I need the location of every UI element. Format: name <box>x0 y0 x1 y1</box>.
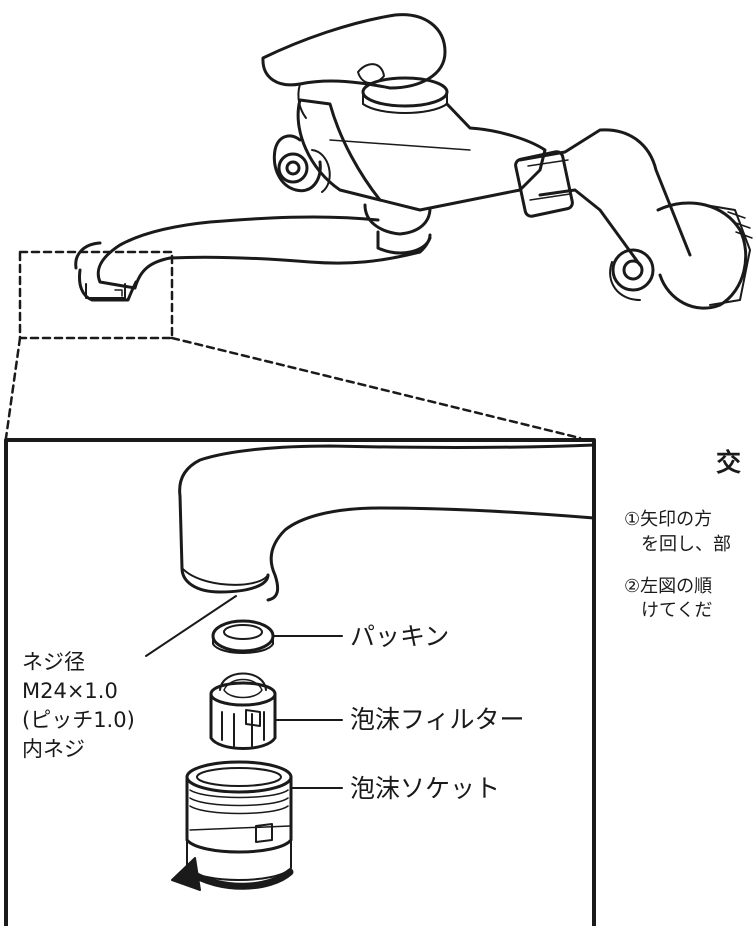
label-aerator-socket: 泡沫ソケット <box>350 774 501 803</box>
step2-line1: ②左図の順 <box>624 576 713 597</box>
left-inlet <box>272 134 331 193</box>
detail-highlight-box <box>18 250 174 340</box>
spec-thread-size: M24×1.0 <box>22 679 118 703</box>
label-packing: パッキン <box>350 622 450 651</box>
rotation-arrow <box>171 857 294 891</box>
step1-line2: を回し、部 <box>641 534 731 555</box>
faucet-illustration <box>74 13 753 310</box>
label-aerator-filter: 泡沫フィルター <box>350 705 525 734</box>
right-elbow <box>609 201 753 310</box>
packing-washer <box>211 619 275 654</box>
right-arm <box>514 128 692 267</box>
spec-thread-pitch: (ピッチ1.0) <box>22 708 135 732</box>
zoom-line-right <box>170 336 582 440</box>
spec-thread-diameter: ネジ径 <box>22 650 85 674</box>
zoom-line-left <box>4 336 22 440</box>
valve-body <box>298 98 547 212</box>
detail-panel-frame <box>4 438 596 926</box>
lever-handle <box>261 13 447 90</box>
aerator-socket <box>185 760 293 881</box>
aerator-filter <box>209 672 277 750</box>
spec-thread-type: 内ネジ <box>22 737 85 761</box>
step1-line1: ①矢印の方 <box>624 509 713 530</box>
detail-spout <box>266 506 596 602</box>
panel-heading: 交 <box>716 448 742 477</box>
spout <box>96 215 432 290</box>
leader-thread-spec <box>145 595 237 657</box>
step2-line2: けてくだ <box>641 600 713 621</box>
spout-tip <box>85 283 126 299</box>
